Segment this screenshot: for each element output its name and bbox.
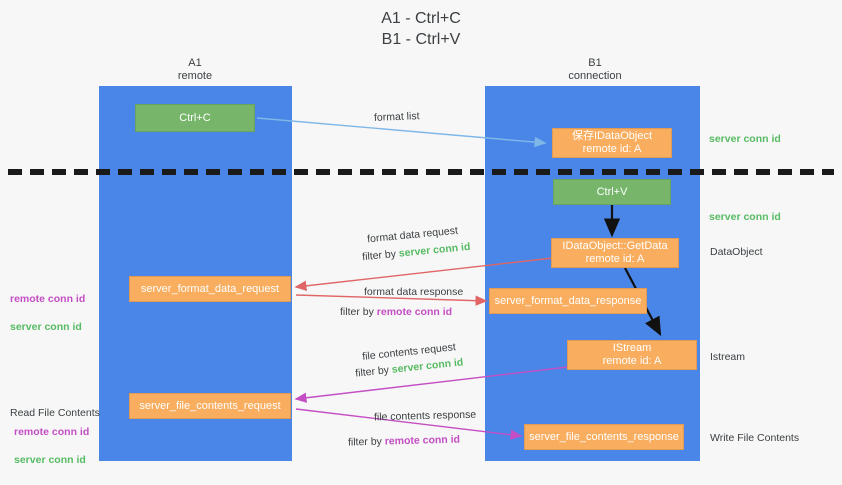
annotation-server-conn-id: server conn id [10,321,82,333]
filter-key-remote-conn-id: remote conn id [384,433,461,448]
annotation-dataobject: DataObject [710,246,763,258]
annotation-remote-conn-id: remote conn id [10,293,86,305]
page-title: A1 - Ctrl+C B1 - Ctrl+V [381,10,461,48]
annotation-remote-conn-id: remote conn id [14,426,90,438]
edge-label-format-data-response: format data response [364,286,464,298]
annotation-istream: Istream [710,351,746,363]
filter-key-remote-conn-id: remote conn id [376,306,453,318]
lane-header-a1: A1 remote [177,57,213,82]
annotation-server-conn-id: server conn id [14,454,86,466]
box-server-format-data-response[interactable]: server_format_data_response [489,288,647,314]
edge-label-format-list: format list [373,110,420,124]
box-server-file-contents-request[interactable]: server_file_contents_request [129,393,291,419]
edge-label-format-data-response-filter: filter by remote conn id [340,305,452,319]
phase-divider [8,169,834,175]
box-idataobject-getdata[interactable]: IDataObject::GetData remote id: A [551,238,679,268]
edge-label-file-contents-response-filter: filter by remote conn id [348,433,460,450]
edge-label-file-contents-response: file contents response [373,408,477,424]
filter-prefix: filter by [354,363,393,380]
box-server-file-contents-response[interactable]: server_file_contents_response [524,424,684,450]
filter-prefix: filter by [347,435,385,449]
lane-header-b1: B1 connection [568,57,622,82]
box-ctrl-c[interactable]: Ctrl+C [135,104,255,132]
annotation-read-file-contents-group: Read File Contents [10,392,100,434]
annotation-read-file-contents: Read File Contents [10,407,100,419]
box-ctrl-v[interactable]: Ctrl+V [553,179,671,205]
annotation-conn-ids-lower: remote conn id server conn id [14,411,89,481]
box-istream[interactable]: IStream remote id: A [567,340,697,370]
annotation-conn-ids-upper: remote conn id server conn id [10,278,85,348]
filter-key-server-conn-id: server conn id [398,240,471,260]
annotation-server-conn-id-mid: server conn id [709,211,781,223]
box-save-idataobject[interactable]: 保存IDataObject remote id: A [552,128,672,158]
annotation-server-conn-id-top: server conn id [709,133,781,145]
annotation-write-file-contents: Write File Contents [710,432,800,444]
box-server-format-data-request[interactable]: server_format_data_request [129,276,291,302]
filter-prefix: filter by [340,306,377,318]
filter-prefix: filter by [361,247,400,264]
